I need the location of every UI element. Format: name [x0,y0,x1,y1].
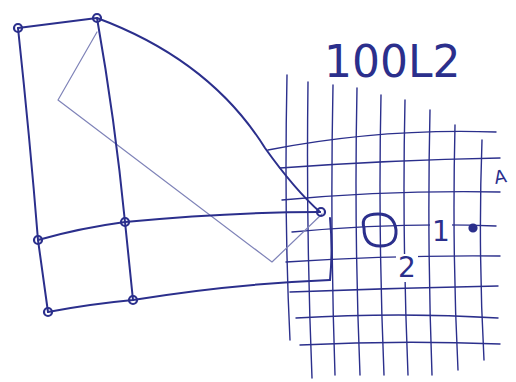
sketch-note: 100L2 [322,40,463,84]
vertex-dots [14,14,477,316]
callout-number: 2 [396,254,418,282]
callout-number: 1 [430,218,452,246]
grid [268,75,500,378]
callout-number: A [491,167,510,188]
